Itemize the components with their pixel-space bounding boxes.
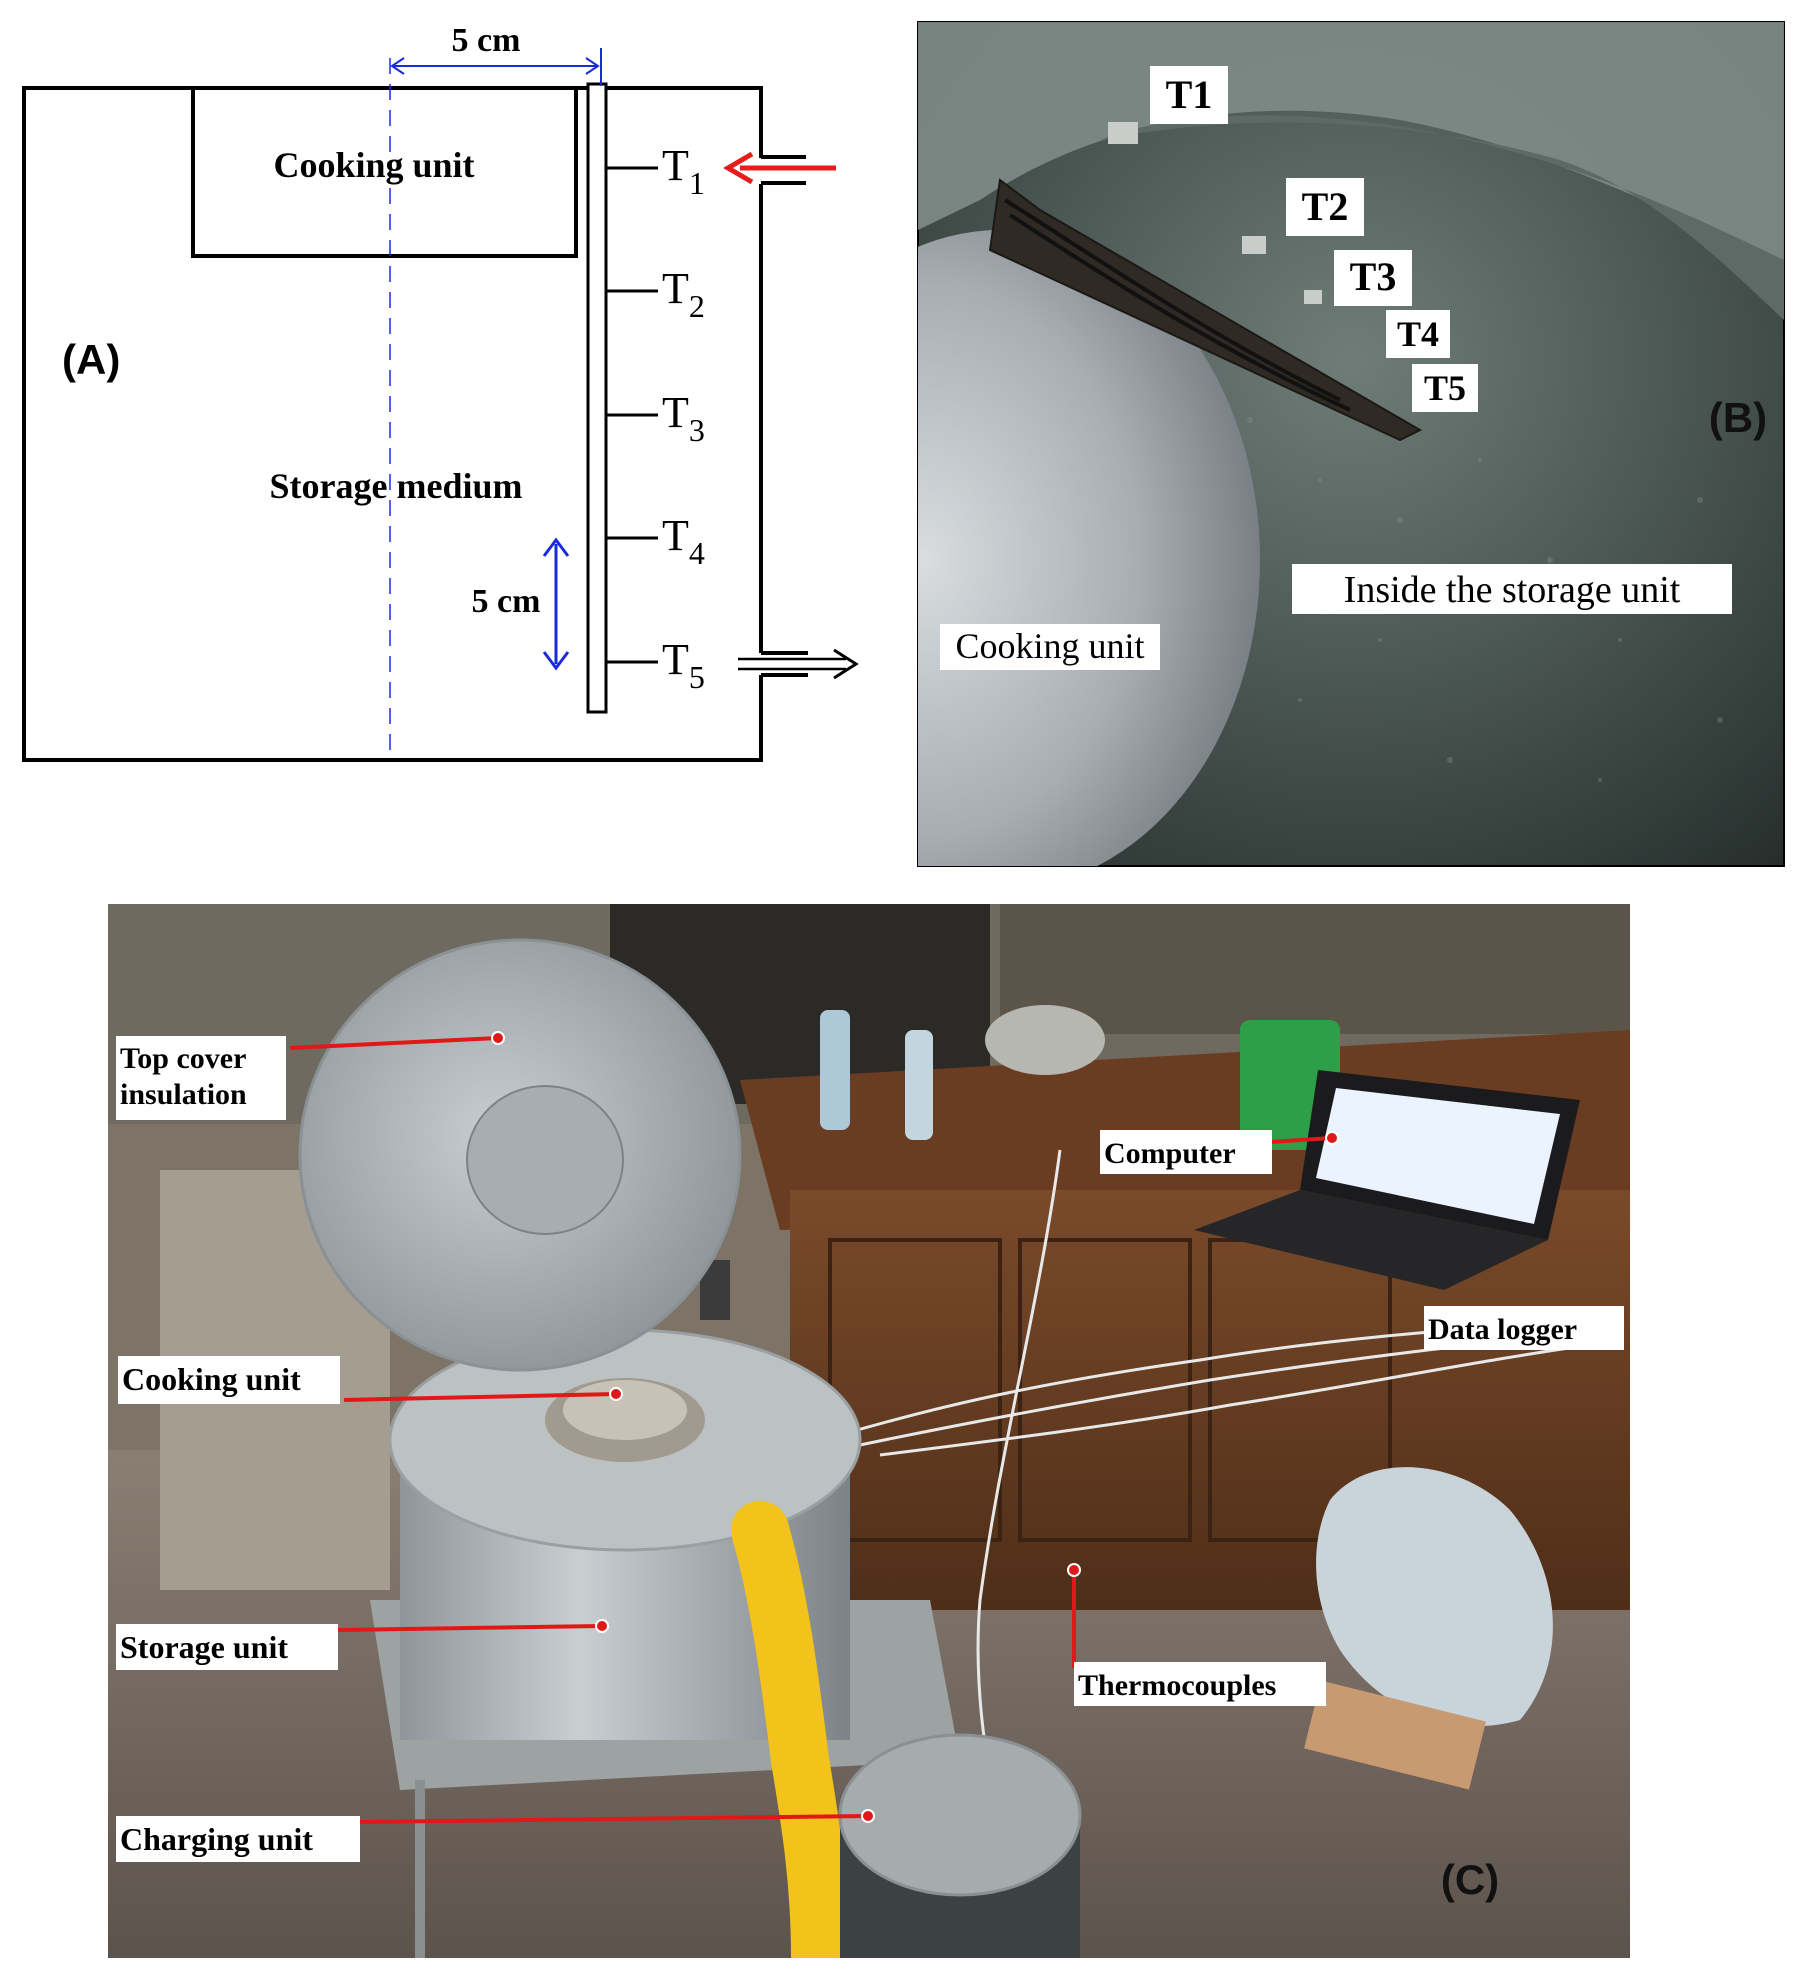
water-bottle-1	[820, 1010, 850, 1130]
b-label-t5-bg	[1412, 364, 1478, 412]
b-label-t2-bg	[1286, 178, 1364, 236]
callout-storage-unit-bg	[116, 1624, 338, 1670]
probe-bar	[586, 82, 608, 714]
b-label-t4: T4	[1397, 314, 1439, 354]
cooking-unit-box	[191, 86, 578, 258]
cooking-pot-lid-top	[563, 1380, 687, 1440]
callout-data-logger: Data logger	[1428, 1313, 1577, 1346]
callout-computer: Computer	[1104, 1137, 1236, 1170]
panel-a-label: (A)	[62, 336, 120, 383]
spacing-dimension-top-head	[542, 537, 570, 557]
width-dimension-right-head	[585, 57, 600, 75]
b-label-t5: T5	[1424, 368, 1466, 408]
probe-wires	[1003, 198, 1351, 412]
sensor-label-1: T1	[662, 141, 705, 201]
sensor-label-5: T5	[662, 635, 705, 695]
b-inside-label-bg	[1292, 564, 1732, 614]
width-dimension-label: 5 cm	[452, 22, 521, 59]
inlet-arrow-head	[723, 151, 754, 185]
b-label-t1-bg	[1150, 66, 1228, 124]
callout-storage-unit: Storage unit	[120, 1629, 288, 1665]
storage-medium-label: Storage medium	[270, 466, 523, 506]
callout-top-cover-bg	[116, 1036, 286, 1120]
b-inside-label: Inside the storage unit	[1344, 569, 1681, 611]
outlet-pipe-gap	[756, 653, 768, 675]
callout-data-logger-bg	[1424, 1306, 1624, 1350]
top-cover-lid-center	[466, 1085, 624, 1235]
b-label-t2: T2	[1302, 184, 1349, 229]
storage-medium-texture	[1247, 417, 1723, 782]
panel-b-label: (B)	[1709, 394, 1767, 441]
probe-plate	[988, 178, 1423, 442]
panel-c-label: (C)	[1441, 1856, 1499, 1903]
sensor-label-4: T4	[662, 511, 705, 571]
cooking-bowl-photo	[918, 230, 1260, 866]
panel-a-schematic: T1 T2 T3 T4 T5 5 cm 5 cm Cooking unit St…	[22, 22, 859, 762]
water-bottle-2	[905, 1030, 933, 1140]
b-cooking-label: Cooking unit	[955, 626, 1144, 666]
laptop-base	[1194, 1190, 1548, 1290]
lab-shelf	[1000, 904, 1630, 1034]
b-label-t1: T1	[1166, 72, 1213, 117]
b-label-t3: T3	[1350, 254, 1397, 299]
callout-cooking-unit: Cooking unit	[122, 1361, 301, 1397]
probe-sensor-1	[1108, 122, 1138, 144]
callout-cooking-unit-bg	[118, 1356, 340, 1404]
sensor-label-3: T3	[662, 388, 705, 448]
white-bag	[1316, 1467, 1553, 1727]
charging-unit-top	[838, 1733, 1082, 1897]
yellow-hose	[731, 1501, 849, 1958]
spacing-dimension-bottom-head	[542, 651, 570, 671]
probe-sensor-2	[1242, 236, 1266, 254]
width-dimension-left-head	[390, 57, 405, 75]
laptop-display	[1316, 1088, 1560, 1224]
callout-thermocouples: Thermocouples	[1078, 1669, 1276, 1702]
foil-pack	[985, 1005, 1105, 1075]
thermocouple-wires	[839, 1149, 1611, 1958]
callout-thermocouples-bg	[1074, 1662, 1326, 1706]
outlet-arrow-head	[833, 648, 859, 680]
probe-sensor-3	[1304, 290, 1322, 304]
b-label-t3-bg	[1334, 250, 1412, 306]
callout-charging-unit: Charging unit	[120, 1821, 313, 1857]
callout-charging-unit-bg	[116, 1816, 360, 1862]
tank-lid-surface	[918, 22, 1784, 260]
brick	[1304, 1680, 1486, 1790]
b-label-t4-bg	[1386, 310, 1450, 358]
callout-lines	[289, 1031, 1339, 1824]
cooking-unit-label: Cooking unit	[273, 145, 474, 185]
spacing-dimension-label: 5 cm	[472, 583, 541, 620]
sensor-label-2: T2	[662, 264, 705, 324]
inlet-pipe-gap	[756, 158, 768, 184]
callout-computer-bg	[1100, 1130, 1272, 1174]
panel-b-photo: T1 T2 T3 T4 T5 Inside the storage unit C…	[917, 21, 1785, 867]
b-cooking-label-bg	[940, 624, 1160, 670]
